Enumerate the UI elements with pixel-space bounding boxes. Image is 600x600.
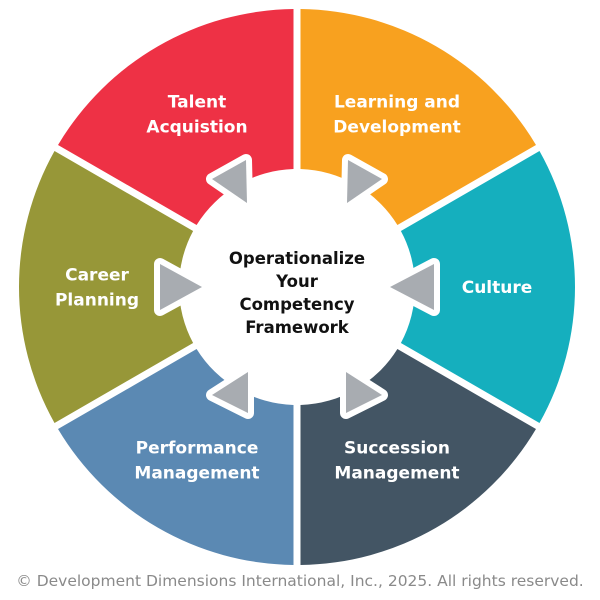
center-title: Operationalize Your Competency Framework [229, 249, 365, 337]
center-title-line-3: Competency [239, 295, 354, 314]
segment-label-line: Learning and [334, 92, 460, 112]
copyright-footer: © Development Dimensions International, … [16, 572, 584, 590]
segment-label-line: Performance [136, 439, 259, 459]
segment-label-line: Succession [344, 439, 450, 459]
segment-label-line: Acquistion [146, 117, 247, 137]
center-title-line-1: Operationalize [229, 249, 365, 268]
segment-label-line: Management [334, 464, 459, 484]
arrow-learning-and-development-icon [347, 160, 382, 203]
arrow-career-planning-icon [160, 264, 202, 310]
segment-label-line: Management [134, 464, 259, 484]
segment-career-planning [18, 151, 194, 423]
arrow-performance-management-icon [212, 372, 248, 413]
center-circle [181, 171, 413, 403]
arrow-talent-acquisition-icon [212, 160, 247, 203]
center-title-line-2: Your [275, 272, 319, 291]
arrow-culture-icon [390, 264, 434, 310]
arrow-succession-management-icon [346, 372, 382, 413]
segment-label-line: Career [65, 266, 129, 286]
segment-label-culture: Culture [462, 278, 533, 298]
segment-label-line: Talent [168, 92, 226, 112]
segment-label-line: Development [333, 117, 460, 137]
segment-label-line: Culture [462, 278, 533, 298]
center-title-line-4: Framework [245, 318, 350, 337]
segment-label-line: Planning [55, 291, 139, 311]
segment-culture [400, 151, 576, 423]
